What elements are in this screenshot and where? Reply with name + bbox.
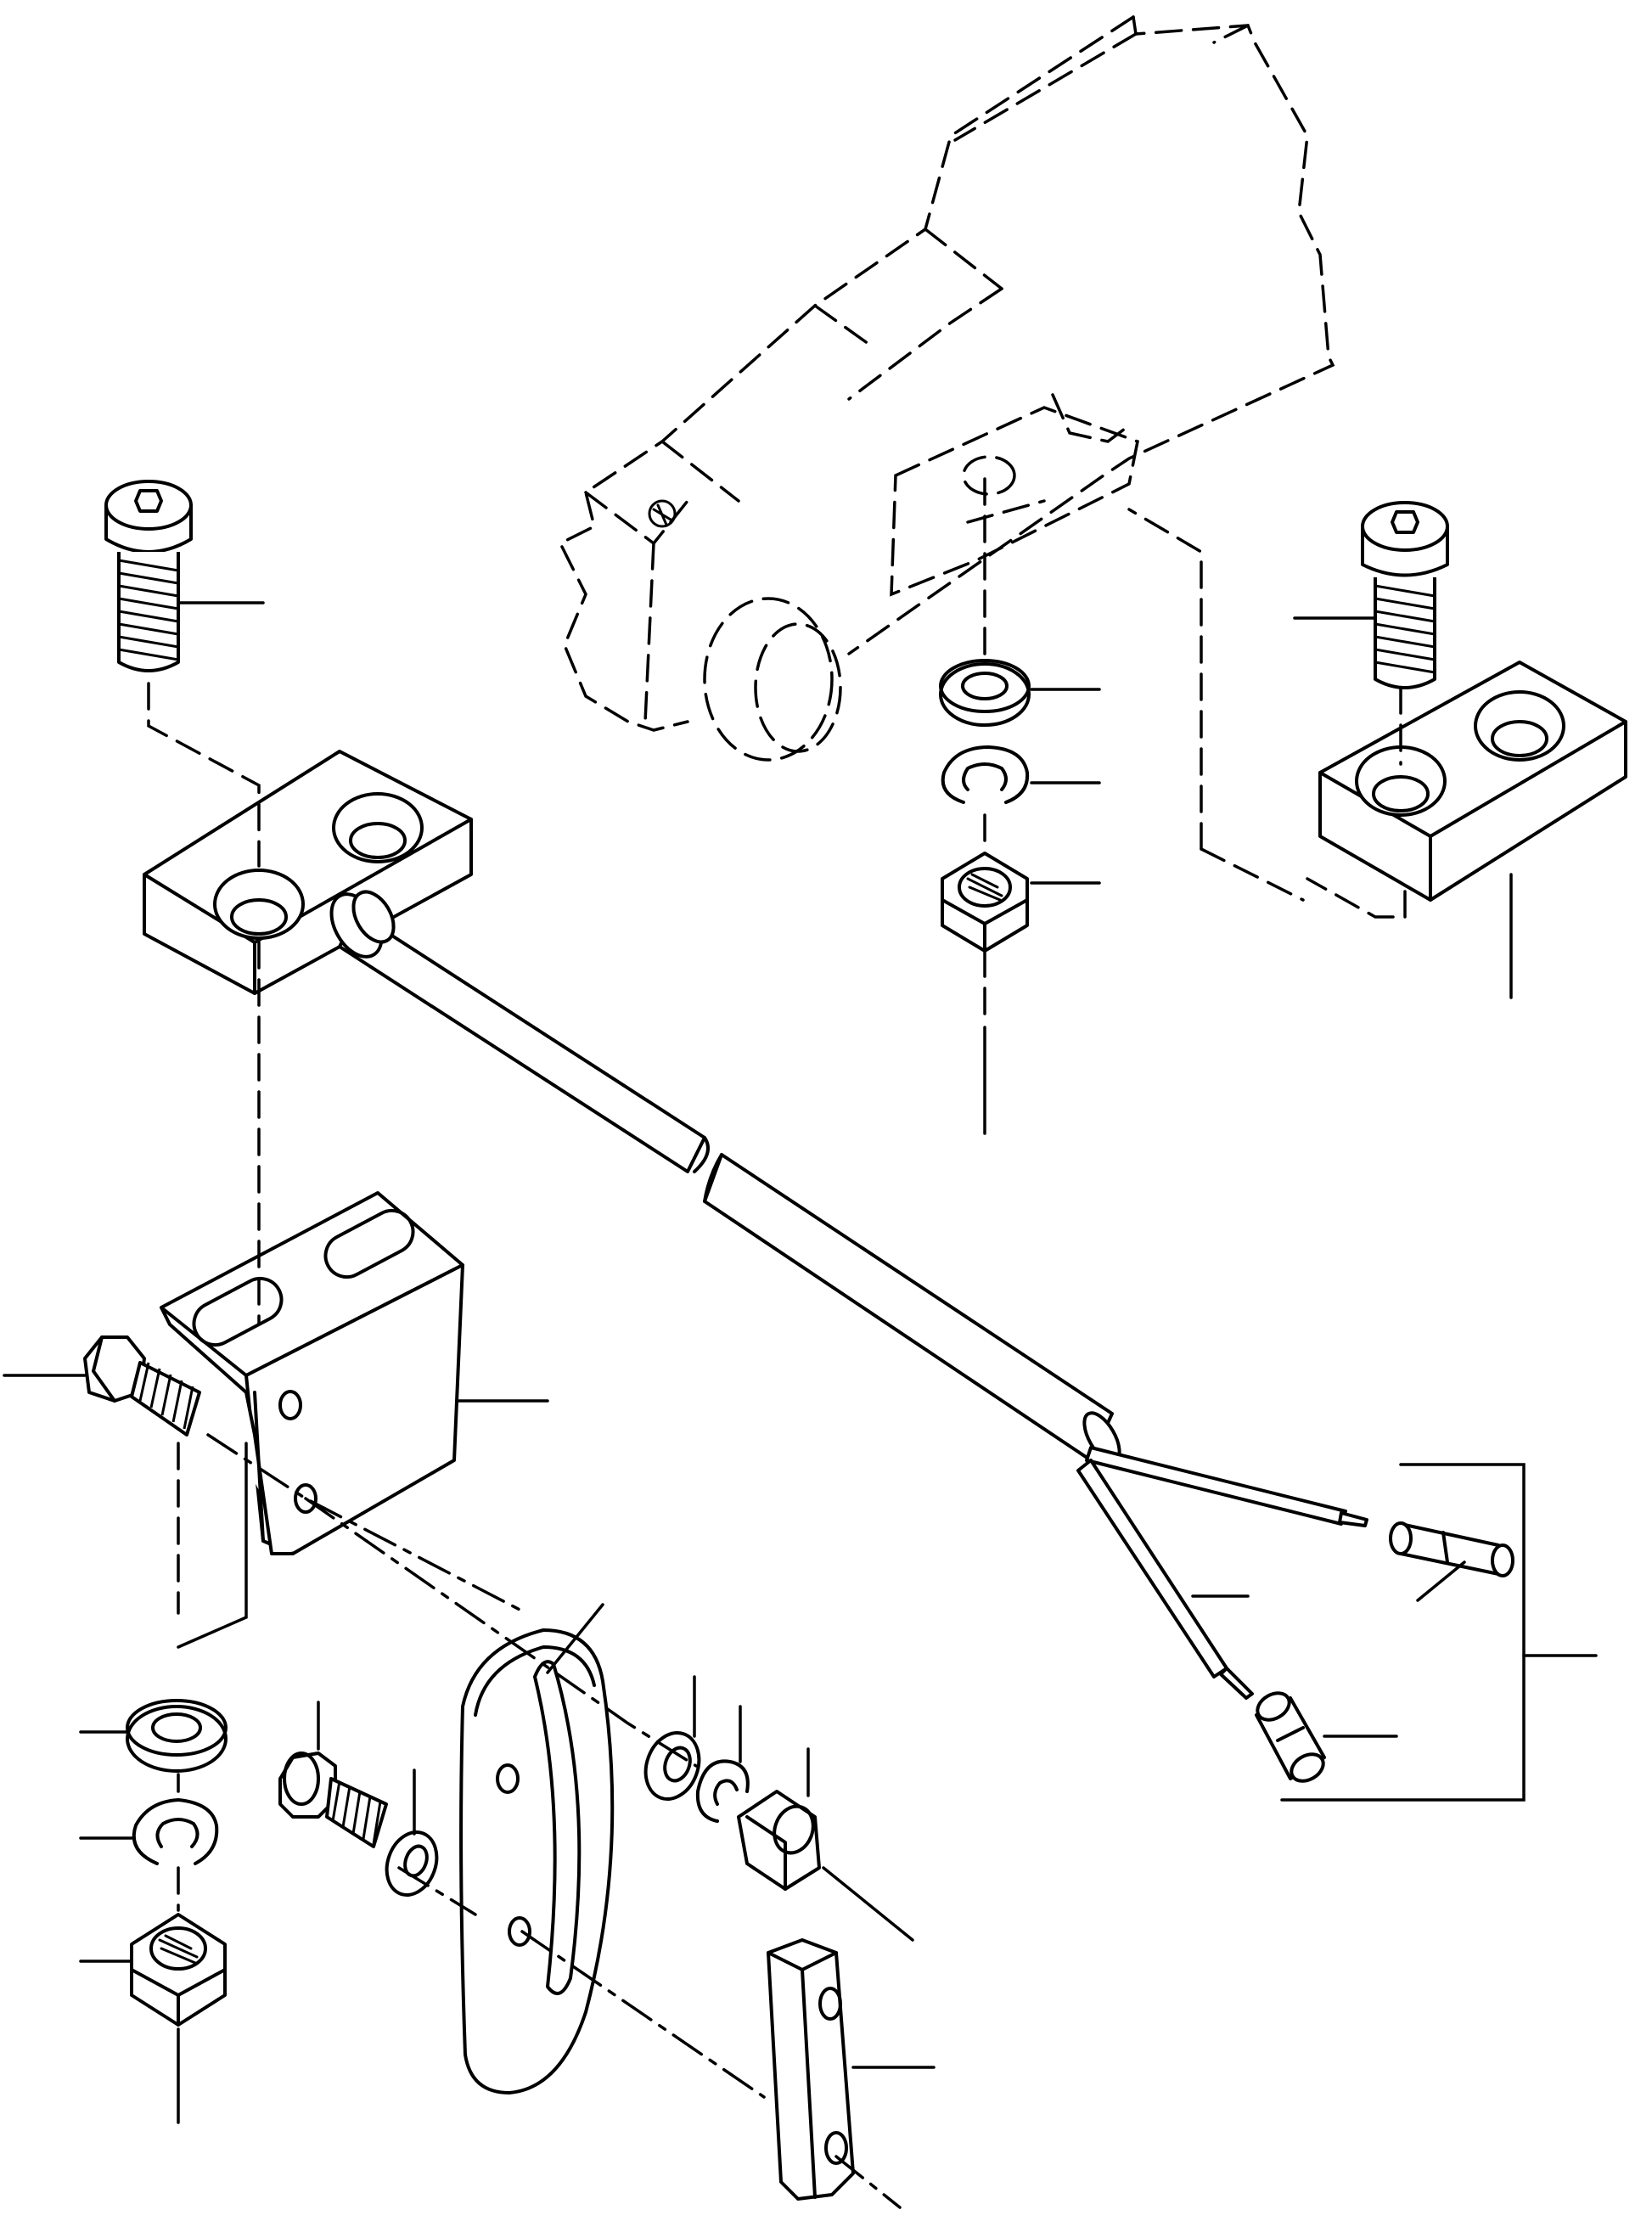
sensor-cable <box>329 890 1368 1700</box>
tapped-bar <box>767 1938 855 2201</box>
phantom-arm-outline <box>558 15 1335 762</box>
sensor-block-left <box>143 750 473 995</box>
terminal-connector-lower <box>1255 1691 1326 1783</box>
socket-head-screw-left <box>104 480 193 672</box>
socket-head-screw-right <box>1361 501 1449 689</box>
hex-nut-left <box>130 1913 227 2027</box>
flat-washer-left <box>126 1699 228 1773</box>
alignment-lines <box>147 474 1407 2209</box>
phantom-bracket <box>890 393 1140 597</box>
lock-washer-right-middle <box>695 1759 750 1823</box>
lock-washer-top <box>941 745 1030 804</box>
sensor-block-right <box>1318 661 1627 902</box>
lock-washer-left <box>132 1798 219 1865</box>
cap-screw-lower <box>278 1751 388 1848</box>
washer-right-middle <box>643 1731 701 1801</box>
slotted-plate <box>459 1628 615 2094</box>
terminal-connector-upper <box>1389 1521 1514 1577</box>
small-washer-lower <box>385 1830 439 1897</box>
mounting-bracket <box>160 1191 464 1555</box>
callout-leaders <box>3 601 1598 2124</box>
hex-nut-top <box>941 852 1029 953</box>
hex-bolt-left <box>83 1335 201 1437</box>
hex-nut-right-middle <box>737 1790 821 1891</box>
flat-washer-top <box>939 659 1031 727</box>
